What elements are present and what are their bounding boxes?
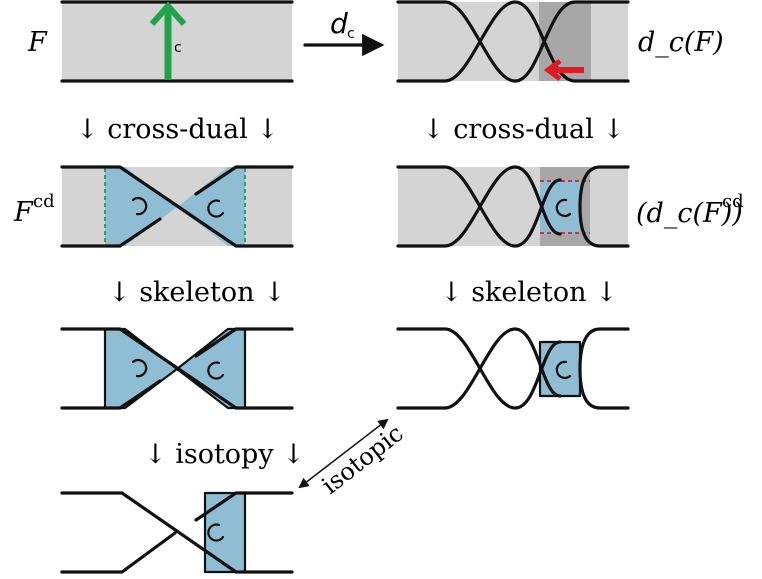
label-F-cd: F	[13, 197, 34, 228]
surface-dcF	[396, 0, 630, 83]
label-dcF: d_c(F)	[638, 27, 724, 58]
label-dcF-cd-sup: cd	[722, 191, 744, 212]
skeleton-F-cd	[60, 327, 294, 410]
red-arrow-head	[543, 59, 562, 81]
label-F: F	[27, 27, 48, 58]
step-cross-dual-left: ↓ cross-dual ↓	[76, 114, 279, 145]
green-arrow-head	[149, 1, 187, 26]
step-skeleton-right: ↓ skeleton ↓	[440, 277, 618, 308]
surface-F: c	[60, 0, 294, 83]
skeleton-dcF-cd	[396, 327, 630, 410]
isotopic-arrow: isotopic	[298, 418, 409, 500]
isotopic-label: isotopic	[316, 419, 408, 500]
dc-arrow-sub: c	[347, 26, 355, 42]
label-dcF-cd: (d_c(F))	[636, 198, 743, 229]
dc-arrow-label: d	[330, 7, 348, 40]
step-cross-dual-right: ↓ cross-dual ↓	[422, 114, 625, 145]
isotopy-result	[60, 491, 294, 574]
dc-arrow: d c	[303, 7, 385, 57]
c-mark: c	[174, 40, 182, 56]
surface-F-cd	[60, 165, 294, 248]
surface-dcF-cd	[396, 165, 630, 248]
step-skeleton-left: ↓ skeleton ↓	[108, 277, 286, 308]
step-isotopy: ↓ isotopy ↓	[144, 439, 305, 470]
label-F-cd-sup: cd	[33, 191, 55, 212]
